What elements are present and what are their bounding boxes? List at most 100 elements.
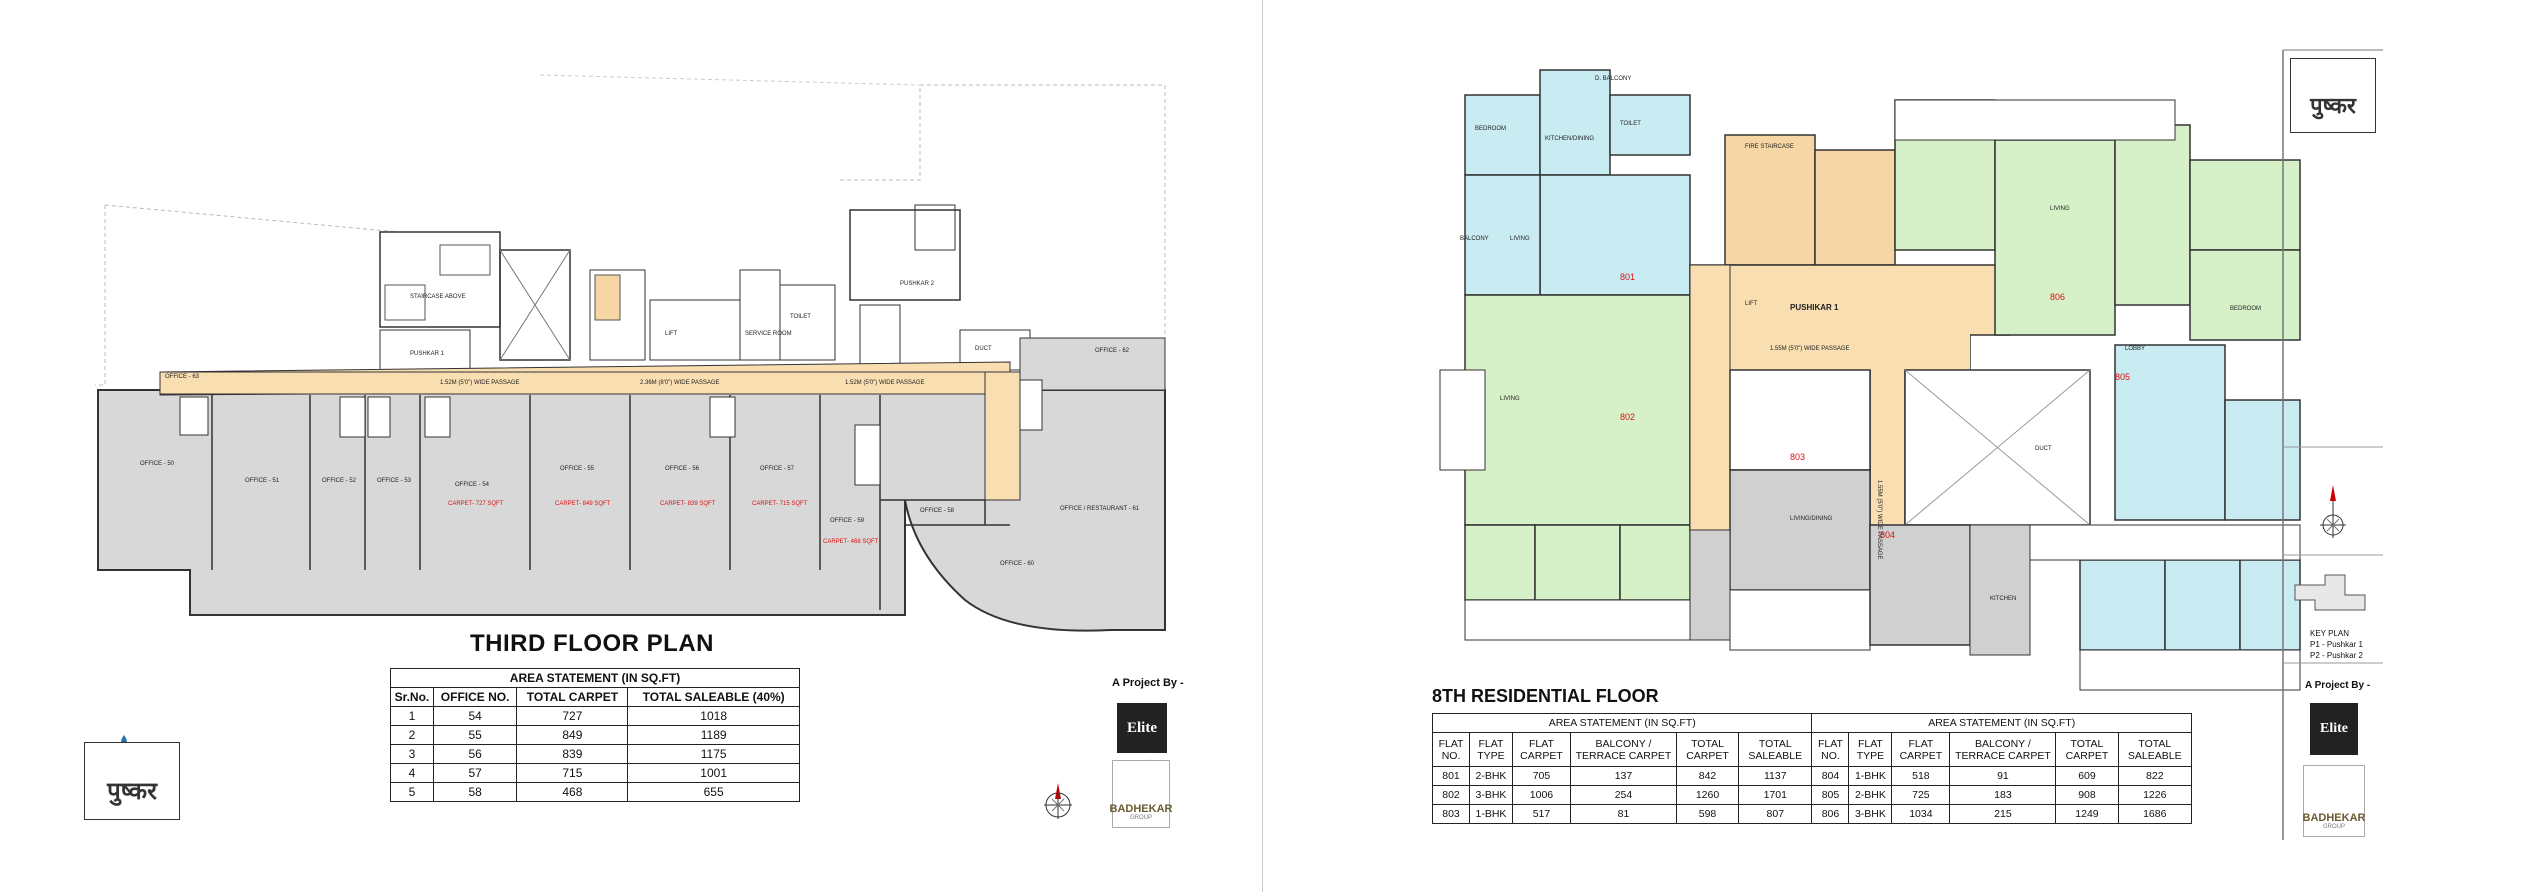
table-cell: 806 [1811,804,1850,824]
col-header-flatcarpet: FLAT CARPET [1511,732,1572,767]
elite-logo-text: Elite [1127,719,1157,736]
table-cell: 839 [516,744,629,764]
col-header-carpet: TOTAL CARPET [516,687,629,707]
label-passage-a: 1.52M (5'0") WIDE PASSAGE [440,380,520,386]
col-header-saleable: TOTAL SALEABLE (40%) [627,687,800,707]
table-cell: 849 [516,725,629,745]
table-cell: 1034 [1891,804,1951,824]
flat-805-balconies [2079,649,2301,691]
table-cell: 3 [390,744,434,764]
label-passage: 1.55M (5'0") WIDE PASSAGE [1770,346,1850,352]
badhekar-logo-text: BADHEKAR [1109,803,1173,815]
flat-806-living [1994,139,2116,336]
key-plan-title: KEY PLAN [2310,629,2349,638]
fire-staircase [1724,134,1816,266]
table-cell: 2-BHK [1469,766,1513,786]
col-header-totalcarpet: TOTAL CARPET [2055,732,2119,767]
table-cell: 1 [390,706,434,726]
table-caption-left: AREA STATEMENT (IN SQ.FT) [1431,713,1813,733]
table-cell: 81 [1570,804,1677,824]
key-plan-label: KEY PLAN P1 - Pushkar 1 P2 - Pushkar 2 [2310,628,2363,661]
lift-lobby [1814,149,1896,266]
office-label-59: OFFICE - 59 [830,518,865,524]
flat-801-bedroom1 [1464,94,1541,176]
col-header-balcony: BALCONY / TERRACE CARPET [1570,732,1677,767]
carpet-label-58: CARPET- 468 SQFT [823,539,879,545]
label-vertical-passage: 1.55M (5'0") WIDE PASSAGE [1876,480,1882,560]
flat-806-balconies [1894,99,2176,141]
label-pushikar: PUSHIKAR 1 [1790,303,1839,312]
table-cell: 822 [2117,766,2193,786]
table-cell: 1006 [1511,785,1572,805]
elite-logo-text: Elite [2320,721,2348,736]
flat-806-bedroom3 [2189,249,2301,341]
label-pushkar2: PUSHKAR 2 [900,281,935,287]
table-cell: 54 [432,706,518,726]
table-cell: 4 [390,763,434,783]
pushkar-logo-right: पुष्कर [2290,58,2376,133]
flat-802-balconies [1464,599,1691,641]
eighth-floor-area-table: AREA STATEMENT (IN SQ.FT) AREA STATEMENT… [1431,713,2193,824]
carpet-label-56: CARPET- 839 SQFT [660,501,716,507]
table-cell: 57 [432,763,518,783]
office-label-60: OFFICE - 60 [1000,561,1035,567]
table-cell: 801 [1431,766,1471,786]
core-room [439,244,491,276]
label-toilet: TOILET [790,314,811,320]
table-cell: 517 [1511,804,1572,824]
flat-805-bedroom3 [2239,559,2301,651]
lift-right [914,204,956,251]
table-cell: 1189 [627,725,800,745]
flat-number-803: 803 [1790,452,1805,462]
north-compass-left [1044,783,1072,819]
lift-block [649,299,741,361]
table-cell: 137 [1570,766,1677,786]
corridor-fill [1700,320,1970,370]
project-by-label-right: A Project By - [2305,680,2371,691]
pushkar-logo-text: पुष्कर [2310,93,2356,119]
table-cell: 598 [1675,804,1740,824]
table-cell: 807 [1738,804,1813,824]
table-cell: 1-BHK [1848,766,1893,786]
flat-802-bedroom [1464,524,1536,601]
office-label-51: OFFICE - 51 [245,478,280,484]
office-label-58: OFFICE - 58 [920,508,955,514]
room-kitchen-804: KITCHEN [1990,596,2016,602]
service-room [739,269,781,361]
office-label-62: OFFICE - 62 [1095,348,1130,354]
flat-803-duct [1729,369,1871,471]
table-cell: 5 [390,782,434,802]
table-cell: 1-BHK [1469,804,1513,824]
table-caption-right: AREA STATEMENT (IN SQ.FT) [1811,713,2192,733]
stair-right [859,304,901,366]
pushkar1-lobby [379,329,471,371]
table-cell: 655 [627,782,800,802]
badhekar-logo-text: BADHEKAR [2302,812,2366,824]
flat-802-bedroom2 [1534,524,1621,601]
key-plan-p2: P2 - Pushkar 2 [2310,651,2363,660]
flat-805-toilets [2029,524,2301,561]
carpet-label-55: CARPET- 849 SQFT [555,501,611,507]
col-header-srno: Sr.No. [390,687,434,707]
col-header-saleable: TOTAL SALEABLE [1738,732,1813,767]
badhekar-logo-sub: GROUP [1129,815,1152,821]
room-toilet-801: TOILET [1620,121,1641,127]
room-livingdining-803: LIVING/DINING [1790,516,1833,522]
void-cross-b [499,249,571,361]
label-staircase: FIRE STAIRCASE [1745,144,1794,150]
room-living-806: LIVING [2050,206,2070,212]
label-duct: DUCT [2035,446,2052,452]
table-cell: 183 [1949,785,2057,805]
room-bedroom-801: BEDROOM [1475,126,1506,132]
table-cell: 908 [2055,785,2119,805]
table-cell: 1001 [627,763,800,783]
table-cell: 842 [1675,766,1740,786]
table-cell: 3-BHK [1848,804,1893,824]
table-cell: 55 [432,725,518,745]
elite-logo-right: Elite [2310,703,2358,755]
table-cell: 2-BHK [1848,785,1893,805]
corridor-left-vertical [1689,264,1731,531]
third-floor-area-table: AREA STATEMENT (IN SQ.FT) Sr.No. OFFICE … [390,668,800,802]
elite-logo: Elite [1117,703,1167,753]
